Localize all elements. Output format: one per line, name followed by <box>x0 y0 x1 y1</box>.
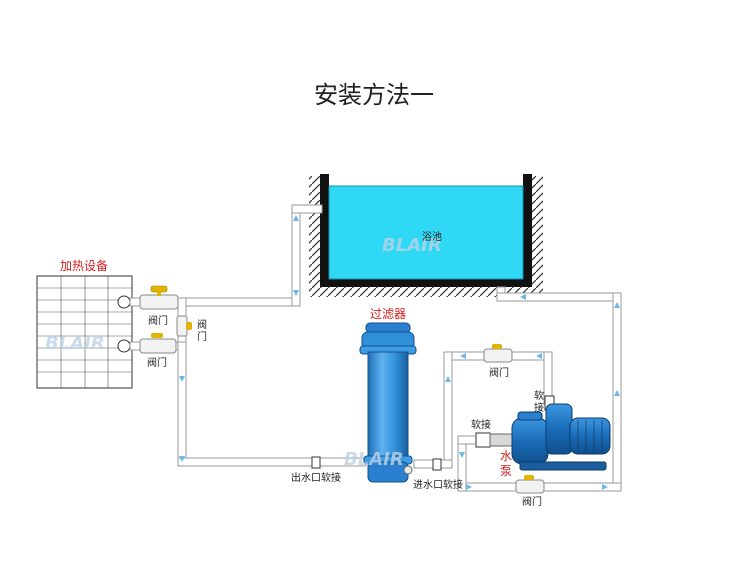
hose-right-label-1: 软 <box>534 389 544 402</box>
pump-label-1: 水 <box>500 449 512 463</box>
filter-watermark: BLAIR <box>344 449 404 470</box>
pump-motor-fins <box>577 420 603 452</box>
filter-label: 过滤器 <box>370 307 406 321</box>
pool-wall-hatch-left <box>309 176 320 288</box>
pump-strainer-lid <box>517 411 543 421</box>
flow-arrow <box>293 290 299 296</box>
pool: BLAIR 浴池 <box>309 174 543 297</box>
valve-heater-vertical <box>176 315 192 337</box>
pool-floor-hatch <box>309 286 543 297</box>
page-title: 安装方法一 <box>314 81 434 109</box>
flow-arrow <box>460 353 466 359</box>
pool-wall-hatch-right <box>532 176 543 288</box>
pipe-bypass-left-v <box>443 351 453 469</box>
heater-body <box>36 275 133 389</box>
pipe-filter-out-v <box>177 341 187 467</box>
valve-heater-vertical-label-1: 阀 <box>197 318 207 331</box>
pump-base <box>519 461 607 471</box>
flow-arrow <box>614 390 620 396</box>
valve-body <box>483 348 513 363</box>
valve-handle <box>492 344 502 349</box>
heater-watermark: BLAIR <box>45 333 105 354</box>
flow-arrow <box>536 353 542 359</box>
flow-arrow <box>459 452 465 458</box>
valve-heater-vertical-label-2: 门 <box>197 330 207 343</box>
flow-arrow <box>466 484 472 490</box>
heater-label: 加热设备 <box>60 259 108 273</box>
valve-bypass-top-label: 阀门 <box>489 366 509 379</box>
pump: 水 泵 <box>489 403 611 478</box>
valve-heater-bottom <box>139 333 177 354</box>
valve-heater-top-label: 阀门 <box>148 314 168 327</box>
filter: 过滤器 BLAIR <box>344 307 417 483</box>
pool-label: 浴池 <box>422 230 442 243</box>
pump-strainer <box>511 417 549 465</box>
filter-outlet-hose-label: 出水口软接 <box>291 471 341 484</box>
flow-arrows <box>179 215 620 490</box>
valve-heater-bottom-label: 阀门 <box>147 356 167 369</box>
pool-floor <box>320 279 532 287</box>
hose-connector-left <box>475 432 491 448</box>
heater: 加热设备 BLAIR <box>36 259 133 389</box>
pipe-pool-drain-h <box>496 292 622 302</box>
pool-watermark: BLAIR <box>382 235 442 256</box>
flow-arrow <box>520 294 526 300</box>
valve-bypass-bottom <box>515 475 545 494</box>
valve-bypass-top <box>483 344 513 363</box>
filter-inlet-hose-connector <box>432 458 442 471</box>
valve-handle <box>151 333 163 338</box>
valve-body <box>515 479 545 494</box>
filter-drain-knob <box>403 465 413 475</box>
valve-heater-top <box>139 285 179 310</box>
flow-arrow <box>179 456 185 462</box>
valve-handle <box>524 475 534 480</box>
valve-body <box>139 294 179 310</box>
valve-bypass-bottom-label: 阀门 <box>522 495 542 508</box>
pump-inlet-pipe <box>489 433 515 447</box>
pool-wall-right <box>523 174 532 286</box>
pool-water <box>328 185 524 280</box>
valve-stem <box>157 290 161 296</box>
hose-left-label: 软接 <box>471 418 491 431</box>
pump-motor <box>569 417 611 455</box>
hose-right-label-2: 接 <box>534 401 544 414</box>
flow-arrow <box>293 215 299 221</box>
filter-outlet-hose-connector <box>311 456 321 469</box>
filter-inlet-hose-label: 进水口软接 <box>413 478 463 491</box>
pump-volute <box>545 403 573 455</box>
heater-inlet-port <box>117 339 131 353</box>
pipe-heater-out-top <box>291 204 323 214</box>
flow-arrow <box>179 376 185 382</box>
valve-handle <box>186 322 192 330</box>
heater-grid <box>37 276 132 388</box>
pump-label-2: 泵 <box>500 464 512 478</box>
flow-arrow <box>445 376 451 382</box>
pipe-filter-out-h <box>177 457 367 467</box>
filter-body <box>367 351 409 461</box>
flow-arrow <box>614 302 620 308</box>
pool-wall-left <box>320 174 329 286</box>
heater-outlet-port <box>117 295 131 309</box>
valve-body <box>139 338 177 354</box>
valve-body <box>176 315 188 337</box>
flow-arrow <box>602 484 608 490</box>
